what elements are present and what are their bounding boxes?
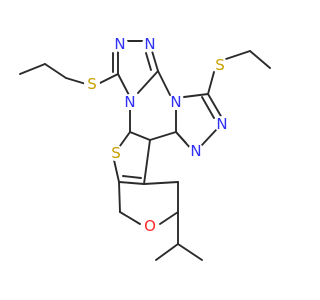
bond-left-ethyl-ch2: [44, 63, 67, 79]
bond-isopropyl-me1: [155, 243, 179, 261]
nitrogen-atom-right-triazole-1: N: [216, 115, 227, 133]
bond-left-triazole-c-ncenter: [137, 70, 159, 94]
molecule-canvas: S S S O N N N N N N: [19, 35, 271, 261]
nitrogen-atom-right-triazole-2: N: [190, 142, 201, 160]
bond-left-ch2-s: [65, 77, 87, 85]
bond-central-cthio-c: [129, 131, 151, 141]
bond-right-s-ch2: [225, 50, 251, 60]
bond-central-c-ncenter: [157, 70, 171, 96]
bond-thiophene-s-c: [113, 159, 120, 183]
sulfur-atom-left-ethyl: S: [87, 75, 97, 93]
bond-central-c-c: [149, 131, 177, 141]
bond-right-c-s: [207, 71, 215, 95]
bond-left-triazole-n2-c-double: [145, 52, 152, 71]
bond-pyran-o-ch: [159, 211, 179, 225]
bond-left-ethyl-ch3: [19, 63, 46, 75]
bond-thiophene-c-c2: [143, 139, 151, 185]
atom-labels: S S S O N N N N N N: [84, 35, 230, 235]
bond-thiophene-c-c-double: [122, 175, 142, 179]
bond-pyran-ch2-c: [143, 181, 179, 185]
bond-right-triazole-c-n1-double: [201, 96, 215, 119]
nitrogen-atom-left-triazole-1: N: [114, 35, 125, 53]
oxygen-atom-pyran: O: [144, 217, 156, 235]
bond-right-triazole-n1-n2: [201, 129, 217, 146]
nitrogen-atom-center-bridge: N: [170, 93, 181, 111]
sulfur-atom-thiophene: S: [111, 144, 121, 162]
bond-left-s-c: [97, 73, 119, 85]
bond-thiophene-c-s: [119, 131, 131, 147]
bond-right-triazole-n2-c-double: [175, 131, 187, 144]
bond-left-triazole-n2-c: [151, 50, 159, 72]
bond-thiophene-c-c: [118, 181, 145, 185]
bond-right-ethyl-ch2-ch3: [249, 50, 271, 69]
bonds: [19, 40, 271, 261]
nitrogen-atom-left-triazole-2: N: [144, 35, 155, 53]
bond-left-triazole-c-nbridge: [117, 73, 131, 98]
nitrogen-atom-left-bridge: N: [124, 93, 135, 111]
sulfur-atom-right-ethyl: S: [215, 56, 225, 74]
bond-pyran-c-ch2: [118, 181, 121, 213]
bond-isopropyl-me2: [177, 243, 203, 261]
bond-right-triazole-c-n1: [207, 93, 223, 119]
molecule-structure: S S S O N N N N N N: [19, 35, 271, 261]
bond-pyran-ch2-o: [119, 211, 141, 225]
bond-right-triazole-nbridge-c: [183, 93, 209, 98]
